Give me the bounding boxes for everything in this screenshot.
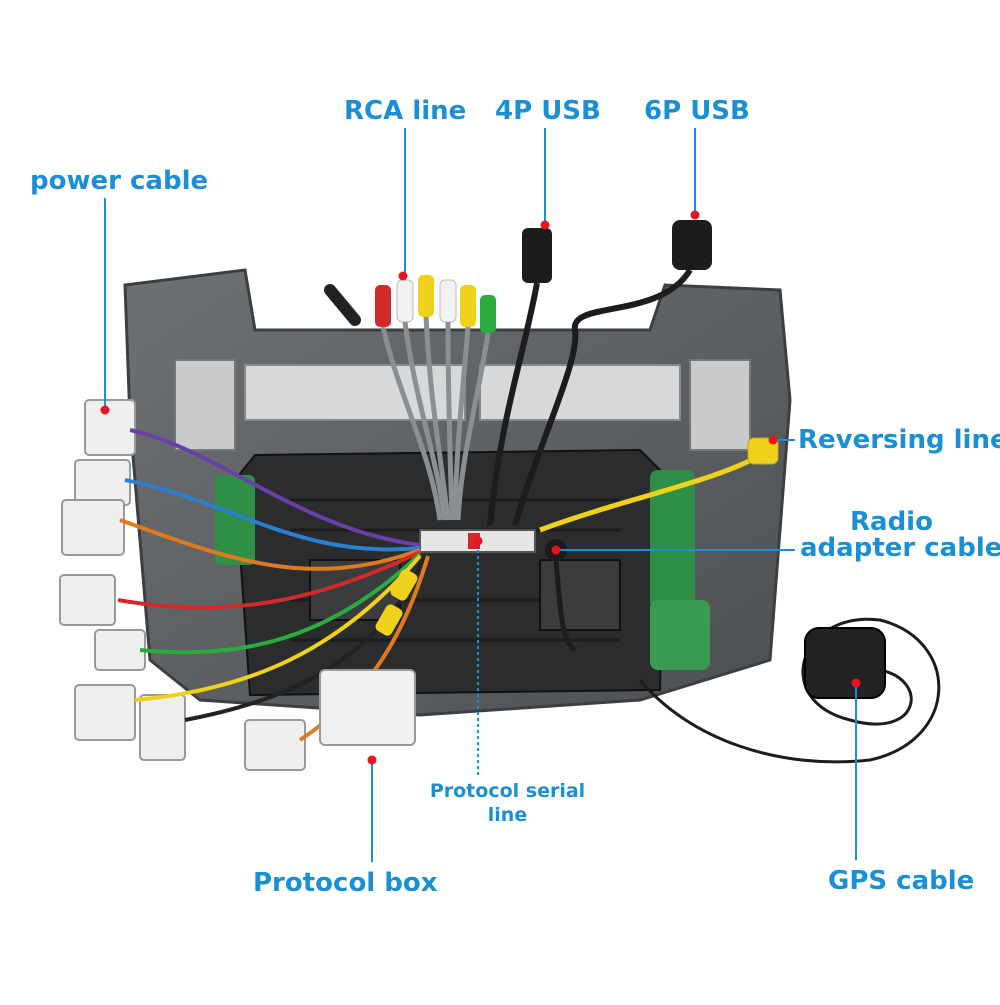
gps-antenna	[804, 627, 886, 699]
right-bracket	[689, 359, 751, 451]
label-protocol-serial-line1: Protocol serial	[429, 780, 586, 802]
protocol-box	[319, 669, 416, 746]
pointer-dot-rca	[398, 271, 408, 281]
label-4p-usb: 4P USB	[495, 96, 601, 126]
pointer-dot-reversing	[768, 435, 778, 445]
pointer-dot-power	[100, 405, 110, 415]
pointer-dot-gps	[851, 678, 861, 688]
pointer-dot-protocol-box	[367, 755, 377, 765]
label-reversing-line: Reversing line	[798, 425, 1000, 455]
pointer-dot-protocol-serial	[473, 536, 483, 546]
reversing-plug	[747, 437, 779, 465]
pointer-dot-radio	[551, 545, 561, 555]
label-power-cable: power cable	[30, 166, 209, 196]
usb-4p-plug	[522, 228, 552, 283]
power-cable-bundle	[59, 399, 306, 771]
label-protocol-box: Protocol box	[253, 868, 438, 898]
pointer-dot-4p-usb	[540, 220, 550, 230]
label-rca-line: RCA line	[344, 96, 467, 126]
label-gps-cable: GPS cable	[828, 866, 975, 896]
label-radio-line1: Radio	[850, 507, 933, 537]
left-bracket	[174, 359, 236, 451]
label-radio-line2: adapter cable	[800, 533, 1000, 563]
green-board-bottom-right	[650, 600, 710, 670]
pointer-dot-6p-usb	[690, 210, 700, 220]
rca-plugs	[324, 275, 496, 333]
green-board-right	[650, 470, 695, 610]
label-protocol-serial-line2: line	[487, 804, 528, 826]
usb-6p-plug	[672, 220, 712, 270]
label-6p-usb: 6P USB	[644, 96, 750, 126]
green-board-left	[215, 475, 255, 565]
